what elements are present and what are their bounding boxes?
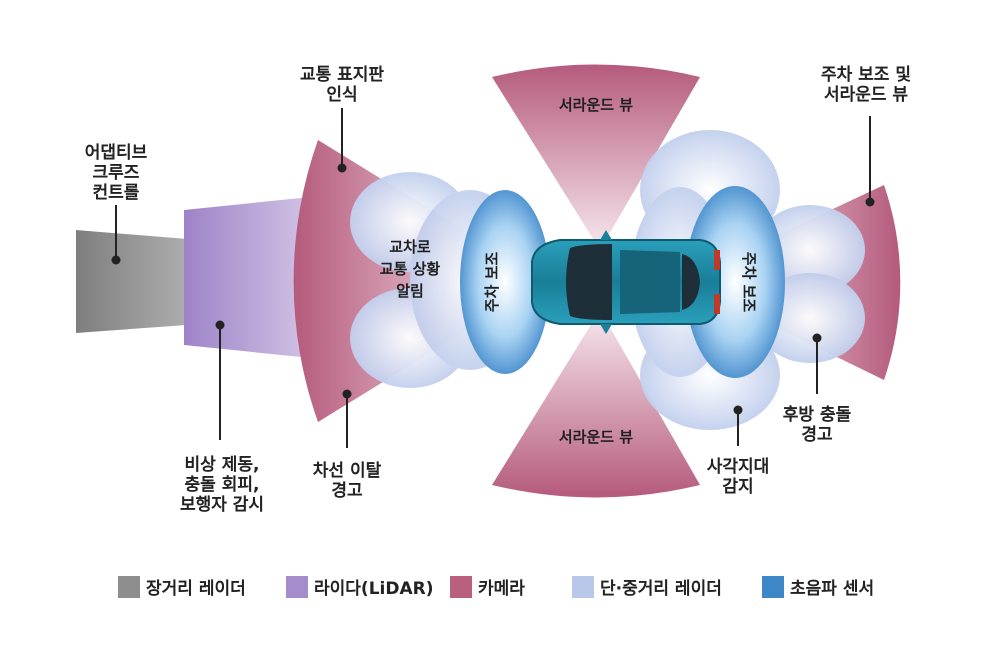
legend-ultrasonic: 초음파 센서 bbox=[790, 579, 874, 599]
svg-text:교차로: 교차로 bbox=[389, 238, 431, 256]
ultrasonic-sensor-swatch bbox=[762, 576, 784, 598]
svg-text:주차 보조 및: 주차 보조 및 bbox=[821, 65, 911, 85]
blind-spot-label: 사각지대 감지 bbox=[707, 457, 770, 497]
legend-camera: 카메라 bbox=[478, 579, 525, 599]
rear-collision-label: 후방 충돌 경고 bbox=[783, 404, 852, 445]
svg-text:경고: 경고 bbox=[801, 425, 833, 445]
legend: 장거리 레이더 라이다(LiDAR) 카메라 단·중거리 레이더 초음파 센서 bbox=[118, 576, 874, 599]
svg-text:교통 상황: 교통 상황 bbox=[380, 260, 441, 278]
svg-text:차선 이탈: 차선 이탈 bbox=[313, 460, 382, 481]
legend-lidar: 라이다(LiDAR) bbox=[314, 579, 433, 599]
svg-text:크루즈: 크루즈 bbox=[93, 163, 140, 183]
lidar-zone bbox=[184, 195, 330, 360]
surround-view-bottom-zone bbox=[492, 310, 700, 498]
emergency-brake-label: 비상 제동, 충돌 회피, 보행자 감시 bbox=[180, 455, 264, 515]
surround-view-top-zone bbox=[492, 64, 700, 250]
long-range-radar-zone bbox=[76, 230, 200, 333]
adaptive-cruise-label: 어댑티브 크루즈 컨트롤 bbox=[85, 143, 148, 203]
car-icon bbox=[531, 230, 721, 334]
park-assist-front-label: 주차 보조 bbox=[483, 252, 501, 313]
cross-traffic-alert-label: 교차로 교통 상황 알림 bbox=[380, 238, 441, 300]
svg-text:어댑티브: 어댑티브 bbox=[85, 143, 148, 163]
surround-view-bottom-label: 서라운드 뷰 bbox=[559, 428, 633, 446]
svg-text:서라운드 뷰: 서라운드 뷰 bbox=[824, 85, 908, 105]
svg-text:감지: 감지 bbox=[722, 477, 753, 497]
legend-short-mid-radar: 단·중거리 레이더 bbox=[600, 579, 722, 599]
ultrasonic-front-zone bbox=[460, 190, 550, 374]
svg-text:알림: 알림 bbox=[396, 282, 424, 300]
svg-text:보행자 감시: 보행자 감시 bbox=[180, 495, 264, 515]
lidar-swatch bbox=[286, 576, 308, 598]
svg-text:충돌 회피,: 충돌 회피, bbox=[185, 475, 260, 495]
svg-text:경고: 경고 bbox=[331, 481, 363, 501]
surround-view-top-label: 서라운드 뷰 bbox=[559, 96, 633, 114]
svg-text:후방 충돌: 후방 충돌 bbox=[783, 404, 852, 425]
park-assist-rear-label: 주차 보조 bbox=[740, 252, 758, 313]
front-camera-zone bbox=[293, 140, 500, 422]
ultrasonic-rear-zone bbox=[685, 186, 785, 378]
svg-text:인식: 인식 bbox=[326, 85, 357, 105]
svg-text:교통 표지판: 교통 표지판 bbox=[300, 65, 384, 85]
park-surround-label: 주차 보조 및 서라운드 뷰 bbox=[821, 65, 911, 105]
lane-departure-label: 차선 이탈 경고 bbox=[313, 460, 382, 501]
short-mid-radar-swatch bbox=[572, 576, 594, 598]
svg-text:비상 제동,: 비상 제동, bbox=[185, 455, 260, 475]
legend-long-range-radar: 장거리 레이더 bbox=[146, 579, 246, 599]
traffic-sign-label: 교통 표지판 인식 bbox=[300, 65, 384, 105]
camera-swatch bbox=[450, 576, 472, 598]
svg-text:사각지대: 사각지대 bbox=[707, 457, 770, 477]
long-range-radar-swatch bbox=[118, 576, 140, 598]
svg-text:컨트롤: 컨트롤 bbox=[93, 183, 140, 203]
